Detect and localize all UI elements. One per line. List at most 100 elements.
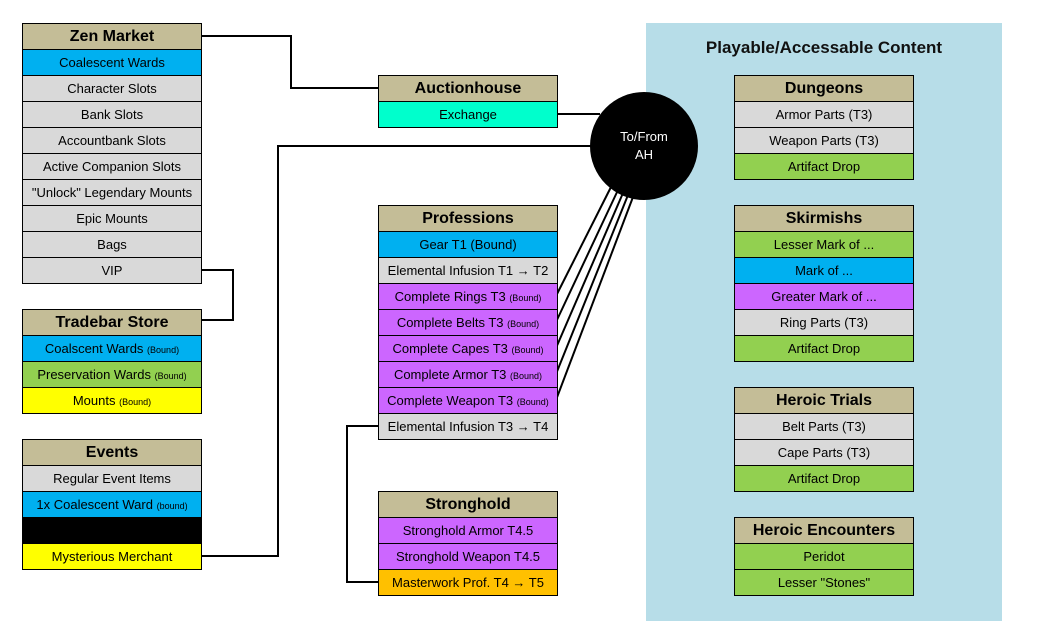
dungeons-row: Weapon Parts (T3) (735, 128, 913, 153)
dungeons-row-text: Artifact Drop (787, 159, 861, 174)
dungeons-header: Dungeons (735, 76, 913, 101)
skirmishs-row: Mark of ... (735, 258, 913, 283)
trials-row: Cape Parts (T3) (735, 440, 913, 465)
events-row-bound-tag: (bound) (156, 501, 188, 511)
skirmishs-row-text: Mark of ... (795, 263, 853, 278)
connector-vip-to-tradebar (201, 269, 234, 321)
professions-header: Professions (379, 206, 557, 231)
skirmishs-header: Skirmishs (735, 206, 913, 231)
professions-row: Complete Rings T3 (Bound) (379, 284, 557, 309)
connector-infusion-to-masterwork (346, 425, 380, 583)
zen-row: Coalescent Wards (23, 50, 201, 75)
tradebar-row-bound-tag: (Bound) (154, 371, 187, 381)
connector-zen-to-auction (201, 35, 380, 89)
skirmishs-row-text: Ring Parts (T3) (779, 315, 869, 330)
zen-row: Epic Mounts (23, 206, 201, 231)
stronghold-row: Stronghold Weapon T4.5 (379, 544, 557, 569)
tradebar-header: Tradebar Store (23, 310, 201, 335)
trials-row-text: Belt Parts (T3) (782, 419, 866, 434)
events-row: 1x Coalescent Ward (bound) (23, 492, 201, 517)
playable-content-title: Playable/Accessable Content (705, 38, 943, 57)
encounters-row: Peridot (735, 544, 913, 569)
events-row-text: 1x Coalescent Ward (36, 497, 153, 512)
trials-row-text: Cape Parts (T3) (777, 445, 871, 460)
professions-row-text: Complete Armor T3 (393, 367, 507, 382)
dungeons-row-text: Weapon Parts (T3) (769, 133, 879, 148)
encounters-header: Heroic Encounters (735, 518, 913, 543)
zen-row-text: "Unlock" Legendary Mounts (31, 185, 193, 200)
hub-label-line2: AH (634, 147, 654, 162)
zen-row-text: VIP (101, 263, 123, 278)
professions-row-text: Complete Belts T3 (396, 315, 504, 330)
encounters-row: Lesser "Stones" (735, 570, 913, 595)
professions-row-bound-tag: (Bound) (507, 319, 540, 329)
tradebar-row: Coalscent Wards (Bound) (23, 336, 201, 361)
professions-row-text: Complete Capes T3 (392, 341, 508, 356)
professions-row: Gear T1 (Bound) (379, 232, 557, 257)
zen-row: Accountbank Slots (23, 128, 201, 153)
professions-row-text: Elemental Infusion T3 → T4 (387, 419, 549, 434)
auction-row-text: Exchange (439, 107, 497, 122)
trials-row: Belt Parts (T3) (735, 414, 913, 439)
stronghold-row: Stronghold Armor T4.5 (379, 518, 557, 543)
professions-row-bound-tag: (Bound) (510, 371, 543, 381)
auction-row: Exchange (379, 102, 557, 127)
skirmishs-row: Artifact Drop (735, 336, 913, 361)
stronghold-header: Stronghold (379, 492, 557, 517)
tradebar-row: Mounts (Bound) (23, 388, 201, 413)
stronghold-row: Masterwork Prof. T4 → T5 (379, 570, 557, 595)
professions-row-text: Complete Rings T3 (394, 289, 506, 304)
professions-row: Complete Armor T3 (Bound) (379, 362, 557, 387)
dungeons-row: Armor Parts (T3) (735, 102, 913, 127)
dungeons-row: Artifact Drop (735, 154, 913, 179)
professions-row-bound-tag: (Bound) (516, 397, 549, 407)
professions-row-text: Gear T1 (Bound) (419, 237, 517, 252)
connector-armor-to-hub (555, 194, 629, 375)
professions-row: Complete Capes T3 (Bound) (379, 336, 557, 361)
zen-row-text: Bank Slots (80, 107, 144, 122)
skirmishs-row-text: Artifact Drop (787, 341, 861, 356)
skirmishs-row: Ring Parts (T3) (735, 310, 913, 335)
connector-belts-to-hub (555, 189, 619, 323)
ah-hub-node: To/From AH (590, 92, 698, 200)
skirmishs-row-text: Lesser Mark of ... (773, 237, 875, 252)
professions-row-text: Elemental Infusion T1 → T2 (387, 263, 549, 278)
events-header: Events (23, 440, 201, 465)
skirmishs-row: Lesser Mark of ... (735, 232, 913, 257)
stronghold-row-text: Stronghold Weapon T4.5 (395, 549, 541, 564)
zen-row: Bags (23, 232, 201, 257)
zen-header: Zen Market (23, 24, 201, 49)
encounters-row-text: Lesser "Stones" (777, 575, 871, 590)
zen-row-text: Character Slots (67, 81, 157, 96)
tradebar-row-text: Coalscent Wards (44, 341, 144, 356)
zen-row: VIP (23, 258, 201, 283)
trials-row-text: Artifact Drop (787, 471, 861, 486)
stronghold-row-text: Masterwork Prof. T4 → T5 (392, 575, 544, 590)
zen-row-text: Active Companion Slots (42, 159, 181, 174)
events-row: Mysterious Merchant (23, 544, 201, 569)
connector-weapon-to-hub (555, 196, 634, 401)
tradebar-row-bound-tag: (Bound) (147, 345, 180, 355)
professions-row: Elemental Infusion T1 → T2 (379, 258, 557, 283)
tradebar-row: Preservation Wards (Bound) (23, 362, 201, 387)
auction-header: Auctionhouse (379, 76, 557, 101)
professions-row: Complete Belts T3 (Bound) (379, 310, 557, 335)
events-row: Regular Event Items (23, 466, 201, 491)
professions-row-bound-tag: (Bound) (511, 345, 544, 355)
professions-row-bound-tag: (Bound) (509, 293, 542, 303)
zen-row: Active Companion Slots (23, 154, 201, 179)
tradebar-row-bound-tag: (Bound) (119, 397, 152, 407)
zen-row-text: Coalescent Wards (59, 55, 165, 70)
tradebar-row-text: Preservation Wards (37, 367, 151, 382)
events-row (23, 518, 201, 543)
stronghold-row-text: Stronghold Armor T4.5 (402, 523, 534, 538)
